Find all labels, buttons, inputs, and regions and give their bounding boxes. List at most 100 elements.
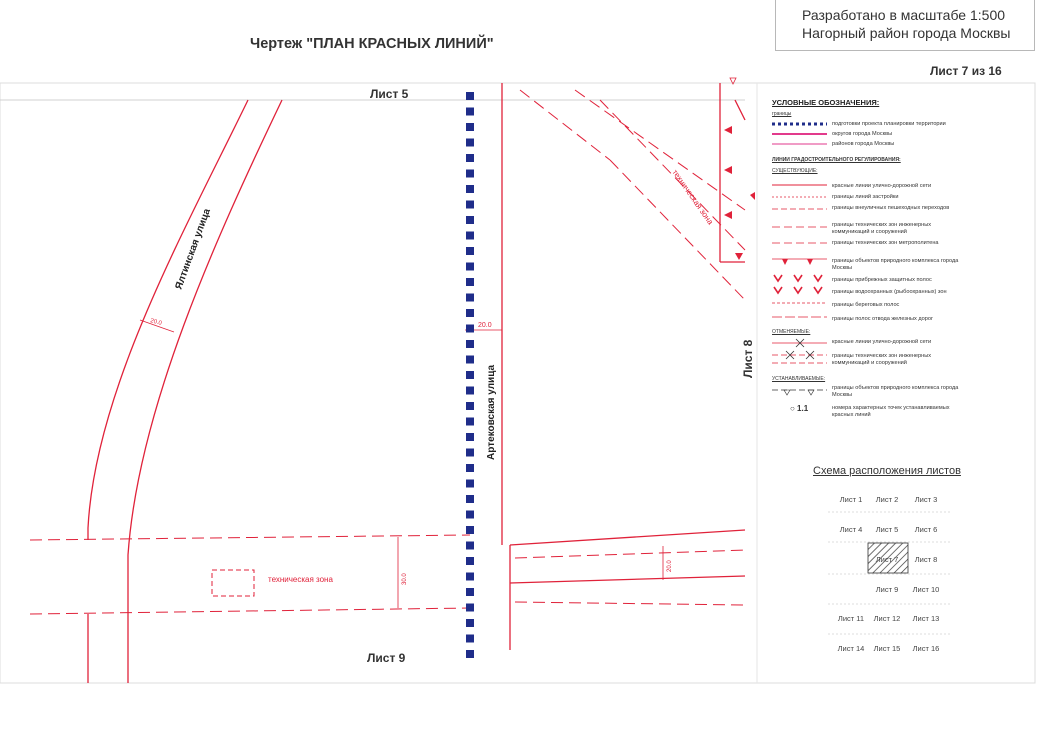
yalta-street-red-line-left — [87, 99, 249, 540]
legend-existing-7: границы прибрежных защитных полос — [832, 277, 932, 283]
boundary-dot — [466, 464, 474, 472]
legend-existing-symbols — [772, 184, 827, 318]
boundary-dot — [466, 169, 474, 178]
title-stamp: Разработано в масштабе 1:500 Нагорный ра… — [775, 0, 1035, 51]
legend-existing-3: границы внеуличных пешеходных переходов — [832, 205, 950, 211]
boundary-dot — [466, 433, 474, 441]
legend-boundary-1: подготовки проекта планировки территории — [832, 121, 946, 127]
boundary-dot — [466, 386, 474, 395]
neighbor-sheet-bottom: Лист 9 — [367, 651, 406, 665]
boundary-dot — [466, 634, 474, 643]
drawing-title: Чертеж "ПЛАН КРАСНЫХ ЛИНИЙ" — [250, 36, 494, 52]
scheme-sheet-5: Лист 5 — [875, 525, 899, 534]
legend-boundary-2: округов города Москвы — [832, 131, 893, 137]
scheme-sheet-7-current: Лист 7 — [875, 555, 899, 564]
zone-box — [211, 569, 255, 597]
legend-existing-9: границы береговых полос — [832, 302, 900, 308]
legend-cancelled-symbols — [772, 338, 827, 364]
boundary-dot — [466, 572, 474, 581]
dim-label-2: 20.0 — [478, 322, 492, 329]
legend-established-symbol — [772, 389, 827, 396]
boundary-dot — [466, 541, 474, 550]
boundary-dot — [466, 231, 474, 240]
boundary-dot — [466, 200, 474, 209]
scheme-sheet-1: Лист 1 — [839, 495, 863, 504]
legend-boundary-3: районов города Москвы — [832, 141, 895, 147]
sheet-frame — [0, 82, 1036, 684]
scheme-sheet-3: Лист 3 — [914, 495, 938, 504]
sheet-number: Лист 7 из 16 — [930, 64, 1002, 78]
boundary-dot — [466, 154, 474, 162]
legend-cancelled-1: красные линии улично-дорожной сети — [832, 339, 932, 345]
boundary-dot — [466, 278, 474, 286]
scheme-sheet-14: Лист 14 — [837, 644, 865, 653]
legend-title: УСЛОВНЫЕ ОБОЗНАЧЕНИЯ: — [772, 98, 880, 107]
dim-label-3: 30.0 — [402, 573, 408, 585]
scheme-sheet-9: Лист 9 — [875, 585, 899, 594]
boundary-dot — [466, 123, 474, 131]
boundary-dot — [466, 479, 474, 488]
yalta-street-label: Ялтинская улица — [173, 207, 213, 291]
scheme-sheet-11: Лист 11 — [837, 614, 865, 623]
boundary-dot — [466, 402, 474, 410]
scheme-title: Схема расположения листов — [813, 465, 961, 477]
scheme-sheet-10: Лист 10 — [912, 585, 940, 594]
scheme-grid — [828, 511, 952, 635]
neighbor-sheet-right: Лист 8 — [741, 339, 755, 378]
legend-established-1: границы объектов природного комплекса го… — [832, 385, 959, 398]
boundary-dot — [466, 185, 474, 193]
dim-label-1: 20.0 — [149, 318, 162, 327]
boundary-dot — [466, 138, 474, 147]
neighbor-sheet-top: Лист 5 — [370, 87, 409, 101]
boundary-dot — [466, 603, 474, 612]
legend-established-head: УСТАНАВЛИВАЕМЫЕ: — [772, 376, 826, 382]
boundary-dot — [466, 448, 474, 457]
scheme-sheet-13: Лист 13 — [912, 614, 940, 623]
boundary-dot — [466, 557, 474, 565]
boundary-dot — [466, 340, 474, 348]
scheme-sheet-16: Лист 16 — [912, 644, 940, 653]
scheme-sheet-2: Лист 2 — [875, 495, 899, 504]
legend-established-2: номера характерных точек устанавливаемых… — [832, 405, 950, 418]
legend-lines-head: ЛИНИИ ГРАДОСТРОИТЕЛЬНОГО РЕГУЛИРОВАНИЯ: — [772, 157, 901, 163]
natural-complex-markers — [724, 126, 755, 260]
boundary-dot — [466, 262, 474, 271]
boundary-dot — [466, 526, 474, 534]
scheme-sheet-8: Лист 8 — [914, 555, 938, 564]
boundary-dot — [466, 107, 474, 116]
legend-existing-4: границы технических зон инженерных комму… — [832, 222, 932, 235]
legend-cancelled-2: границы технических зон инженерных комму… — [832, 353, 932, 366]
legend-existing-8: границы водоохранных (рыбоохранных) зон — [832, 289, 947, 295]
legend-boundary-symbols — [772, 122, 827, 145]
scheme-sheet-15: Лист 15 — [873, 644, 901, 653]
boundary-dot — [466, 247, 474, 255]
scheme-sheet-4: Лист 4 — [839, 525, 863, 534]
boundary-dot — [466, 293, 474, 302]
legend-existing-6: границы объектов природного комплекса го… — [832, 258, 959, 271]
technical-zone-label: техническая зона — [268, 575, 333, 584]
boundary-dot — [466, 417, 474, 426]
boundary-dot — [466, 324, 474, 333]
dim-label-4: 20.0 — [667, 560, 673, 572]
district-note: Нагорный район города Москвы — [802, 25, 1011, 41]
cross-street-red-line-top — [509, 529, 746, 546]
legend-point-sample: ○ 1.1 — [790, 404, 809, 413]
boundary-dot — [466, 619, 474, 627]
legend-existing-head: СУЩЕСТВУЮЩИЕ: — [772, 168, 818, 174]
boundary-dot — [466, 216, 474, 224]
boundary-dot — [466, 371, 474, 379]
cross-street-red-line-bottom — [509, 575, 746, 584]
legend-existing-1: красные линии улично-дорожной сети — [832, 183, 932, 189]
boundary-dot — [466, 495, 474, 503]
boundary-dot — [466, 510, 474, 519]
legend-boundaries-head: границы — [772, 111, 792, 117]
dimension-lines — [139, 319, 664, 608]
planning-boundary — [466, 92, 474, 658]
boundary-dot — [466, 588, 474, 596]
artek-street-label: Артековская улица — [486, 365, 497, 460]
scheme-sheet-6: Лист 6 — [914, 525, 938, 534]
technical-zone-lines — [29, 89, 746, 615]
boundary-dot — [466, 92, 474, 100]
legend-existing-2: границы линий застройки — [832, 194, 899, 200]
